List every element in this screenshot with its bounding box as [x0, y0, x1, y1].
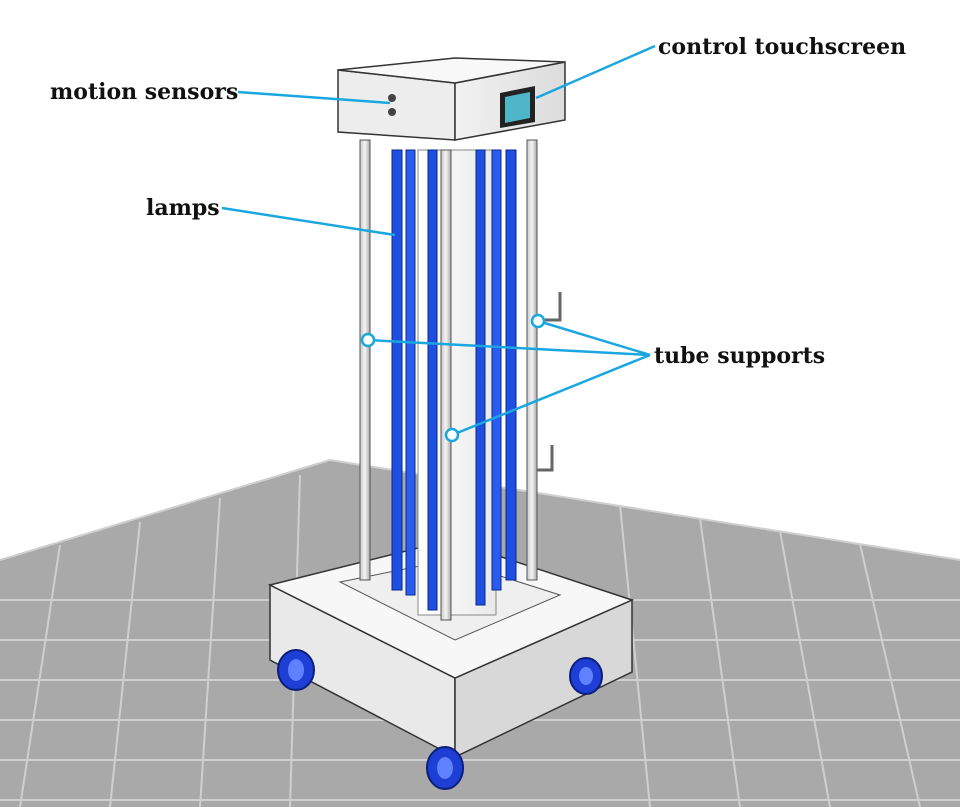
motion-sensor-icon	[388, 94, 396, 102]
wheels	[277, 649, 603, 790]
support-rod	[526, 139, 538, 581]
lamp-tube	[491, 149, 502, 591]
label-tube-supports: tube supports	[654, 343, 825, 369]
lamp-tube	[505, 149, 517, 581]
lamp-tube	[391, 149, 403, 591]
support-rod	[440, 149, 452, 621]
wheel-front-center	[426, 746, 464, 790]
lamp-tube	[405, 149, 416, 596]
leader-lines	[221, 44, 656, 443]
wheel-front-right	[569, 657, 603, 695]
support-rods	[359, 139, 562, 621]
label-lamps: lamps	[146, 195, 220, 221]
support-rod	[359, 139, 371, 581]
wheel-front-left	[277, 649, 315, 691]
lamp-tube	[427, 149, 438, 611]
control-box	[337, 57, 566, 141]
motion-sensor-icon	[388, 108, 396, 116]
label-motion-sensors: motion sensors	[50, 79, 238, 105]
uv-lamps	[391, 149, 517, 611]
label-control-touchscreen: control touchscreen	[658, 34, 906, 60]
touchscreen-display	[505, 92, 530, 123]
lamp-tube	[475, 149, 486, 606]
